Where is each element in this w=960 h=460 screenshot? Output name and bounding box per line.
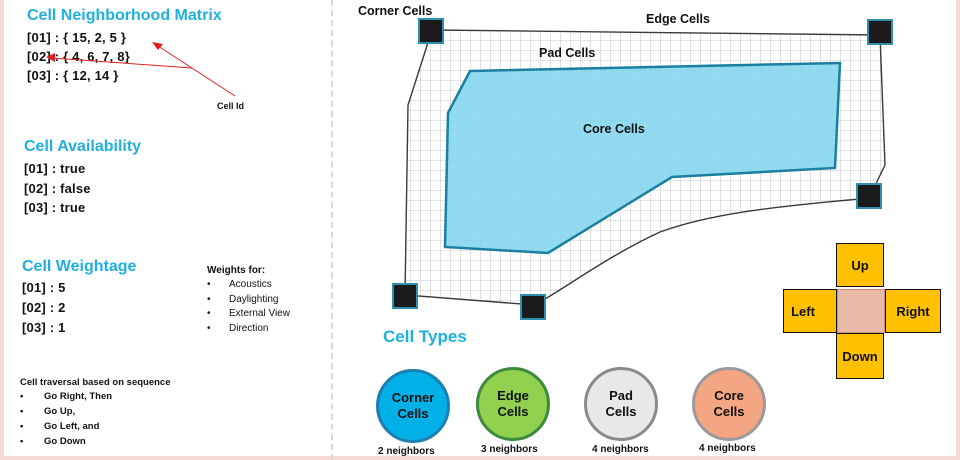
availability-row: [02] : false [24,181,91,196]
list-item: • Go Up, [20,406,112,421]
edge-type-caption: 3 neighbors [481,444,538,455]
weight-item: External View [229,308,290,319]
pad-type-caption: 4 neighbors [592,444,649,455]
column-divider [331,0,333,460]
direction-center [837,289,885,333]
neighborhood-row: [03] : { 12, 14 } [27,68,119,83]
weight-item: Acoustics [229,279,272,290]
type-line2: Cells [497,404,529,419]
corner-cell-marker [520,294,546,320]
weights-title: Weights for: [207,265,266,276]
availability-row: [01] : true [24,161,86,176]
cell-types-title: Cell Types [383,327,467,346]
left-frame-edge [0,0,4,460]
traversal-step: Go Up, [44,406,76,417]
site-boundary [404,29,886,306]
list-item: • Daylighting [207,294,290,309]
right-frame-edge [956,0,960,460]
traversal-step: Go Right, Then [44,391,113,402]
neighborhood-title: Cell Neighborhood Matrix [27,7,222,24]
corner-markers [392,18,893,320]
cell-id-label: Cell Id [217,101,245,111]
cell-id-arrows [46,42,236,97]
bullet-icon: • [20,436,24,447]
type-line1: Corner [391,390,435,405]
corner-type-circle: Corner Cells [376,369,450,443]
weight-item: Daylighting [229,293,279,305]
list-item: • External View [207,308,290,323]
weightage-title: Cell Weightage [22,258,137,275]
corner-cell-marker [392,283,418,309]
weights-list: • Acoustics • Daylighting • External View •… [207,279,290,337]
weightage-row: [02] : 2 [22,300,66,315]
traversal-step: Go Left, and [44,421,100,432]
weightage-row: [03] : 1 [22,320,66,335]
type-line1: Pad [609,388,633,403]
pad-type-circle: Pad Cells [584,367,658,441]
weight-item: Direction [229,322,269,334]
corner-cell-marker [867,19,893,45]
arrow-line [51,57,193,69]
bullet-icon: • [207,322,211,334]
list-item: • Go Down [20,436,112,451]
core-type-circle: Core Cells [692,367,766,441]
list-item: • Direction [207,323,290,338]
core-cells-region [443,61,842,255]
direction-left: Left [783,289,837,333]
type-line2: Cells [713,404,745,419]
availability-title: Cell Availability [24,138,142,155]
core-cells-label: Core Cells [583,122,645,136]
traversal-step: Go Down [44,436,86,447]
direction-down: Down [836,333,884,379]
list-item: • Acoustics [207,279,290,294]
bullet-icon: • [207,293,211,305]
type-line1: Edge [497,388,529,403]
list-item: • Go Left, and [20,421,112,436]
edge-type-circle: Edge Cells [476,367,550,441]
list-item: • Go Right, Then [20,391,112,406]
arrowhead-icon [152,42,163,50]
bullet-icon: • [20,406,24,417]
availability-row: [03] : true [24,200,86,215]
core-type-caption: 4 neighbors [699,443,756,454]
bottom-frame-edge [0,456,960,460]
pad-cells-label: Pad Cells [539,46,596,60]
corner-cell-marker [856,183,882,209]
bullet-icon: • [207,279,211,290]
corner-cells-label: Corner Cells [358,4,433,18]
traversal-list: • Go Right, Then • Go Up, • Go Left, and • G… [20,391,112,451]
arrowhead-icon [46,53,55,62]
direction-up: Up [836,243,884,287]
bullet-icon: • [20,391,24,402]
arrow-line [157,45,236,97]
corner-type-caption: 2 neighbors [378,446,435,457]
weightage-row: [01] : 5 [22,280,66,295]
traversal-title: Cell traversal based on sequence [20,377,171,388]
corner-cell-marker [418,18,444,44]
neighborhood-row: [01] : { 15, 2, 5 } [27,30,127,45]
direction-right: Right [885,289,941,333]
bullet-icon: • [207,308,211,319]
type-line1: Core [714,388,744,403]
type-line2: Cells [605,404,637,419]
type-line2: Cells [397,406,429,421]
edge-cells-label: Edge Cells [646,12,710,26]
bullet-icon: • [20,421,24,432]
